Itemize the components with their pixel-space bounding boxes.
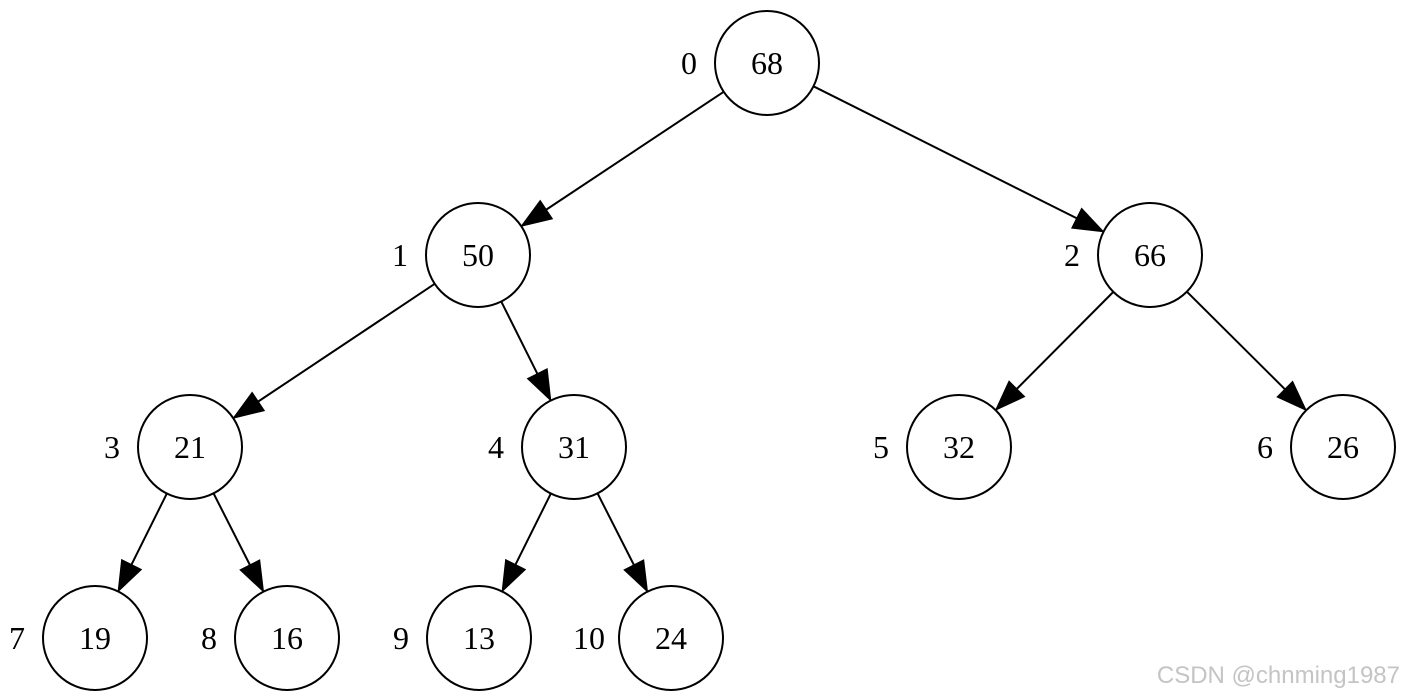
edge-line [596, 492, 635, 566]
node-value: 31 [558, 429, 590, 465]
node-index-label: 10 [573, 620, 605, 656]
node-value: 21 [174, 429, 206, 465]
node-value: 24 [655, 620, 687, 656]
node-index-label: 0 [681, 45, 697, 81]
edge-line [545, 90, 725, 211]
edge-0-1 [520, 90, 725, 228]
tree-node-7: 19 7 [9, 585, 148, 691]
node-index-label: 8 [201, 620, 217, 656]
arrowhead-icon [501, 558, 527, 593]
edge-1-4 [500, 301, 552, 402]
node-index-label: 5 [873, 429, 889, 465]
arrowhead-icon [232, 391, 266, 419]
edge-line [130, 493, 168, 566]
tree-node-1: 50 1 [392, 202, 531, 308]
arrowhead-icon [520, 199, 554, 228]
node-index-label: 1 [392, 237, 408, 273]
tree-node-10: 24 10 [573, 585, 724, 691]
tree-node-6: 26 6 [1257, 394, 1396, 500]
arrowhead-icon [1070, 207, 1105, 233]
edges-layer [117, 85, 1308, 593]
tree-node-3: 21 3 [104, 394, 243, 500]
arrowhead-icon [526, 367, 552, 402]
edge-line [257, 283, 436, 403]
edge-line [813, 85, 1078, 220]
edge-line [514, 493, 552, 566]
node-value: 26 [1327, 429, 1359, 465]
node-value: 66 [1134, 237, 1166, 273]
tree-node-8: 16 8 [201, 585, 340, 691]
watermark: CSDN @chnming1987 [1156, 662, 1400, 689]
node-circle [1097, 202, 1203, 308]
edge-2-5 [994, 291, 1115, 412]
arrowhead-icon [1276, 380, 1308, 412]
arrowhead-icon [994, 380, 1026, 412]
node-index-label: 7 [9, 620, 25, 656]
node-circle [234, 585, 340, 691]
node-circle [425, 202, 531, 308]
node-circle [1290, 394, 1396, 500]
edge-2-6 [1186, 290, 1308, 412]
arrowhead-icon [117, 558, 143, 593]
node-value: 16 [271, 620, 303, 656]
node-value: 32 [943, 429, 975, 465]
node-value: 19 [79, 620, 111, 656]
tree-node-0: 68 0 [681, 10, 820, 116]
tree-node-2: 66 2 [1064, 202, 1203, 308]
node-circle [906, 394, 1012, 500]
node-index-label: 4 [488, 429, 504, 465]
node-value: 50 [462, 237, 494, 273]
edge-0-2 [813, 85, 1105, 233]
edge-line [212, 492, 251, 566]
edge-1-3 [232, 283, 436, 419]
edge-4-9 [501, 493, 552, 593]
node-circle [714, 10, 820, 116]
tree-node-4: 31 4 [488, 394, 627, 500]
node-index-label: 9 [393, 620, 409, 656]
arrowhead-icon [239, 559, 265, 593]
edge-3-7 [117, 493, 168, 593]
arrowhead-icon [623, 559, 649, 593]
edge-line [1016, 291, 1115, 390]
node-circle [42, 585, 148, 691]
tree-node-5: 32 5 [873, 394, 1012, 500]
edge-4-10 [596, 492, 649, 593]
node-circle [521, 394, 627, 500]
node-index-label: 6 [1257, 429, 1273, 465]
edge-line [1186, 290, 1286, 390]
node-value: 13 [463, 620, 495, 656]
node-value: 68 [751, 45, 783, 81]
edge-line [500, 301, 539, 375]
nodes-layer: 68 0 50 1 66 2 21 3 31 4 32 5 26 6 19 7 16 8 13 9 24 10 [9, 10, 1396, 691]
edge-3-8 [212, 492, 265, 593]
tree-node-9: 13 9 [393, 585, 532, 691]
node-index-label: 2 [1064, 237, 1080, 273]
node-circle [618, 585, 724, 691]
node-circle [137, 394, 243, 500]
node-circle [426, 585, 532, 691]
node-index-label: 3 [104, 429, 120, 465]
